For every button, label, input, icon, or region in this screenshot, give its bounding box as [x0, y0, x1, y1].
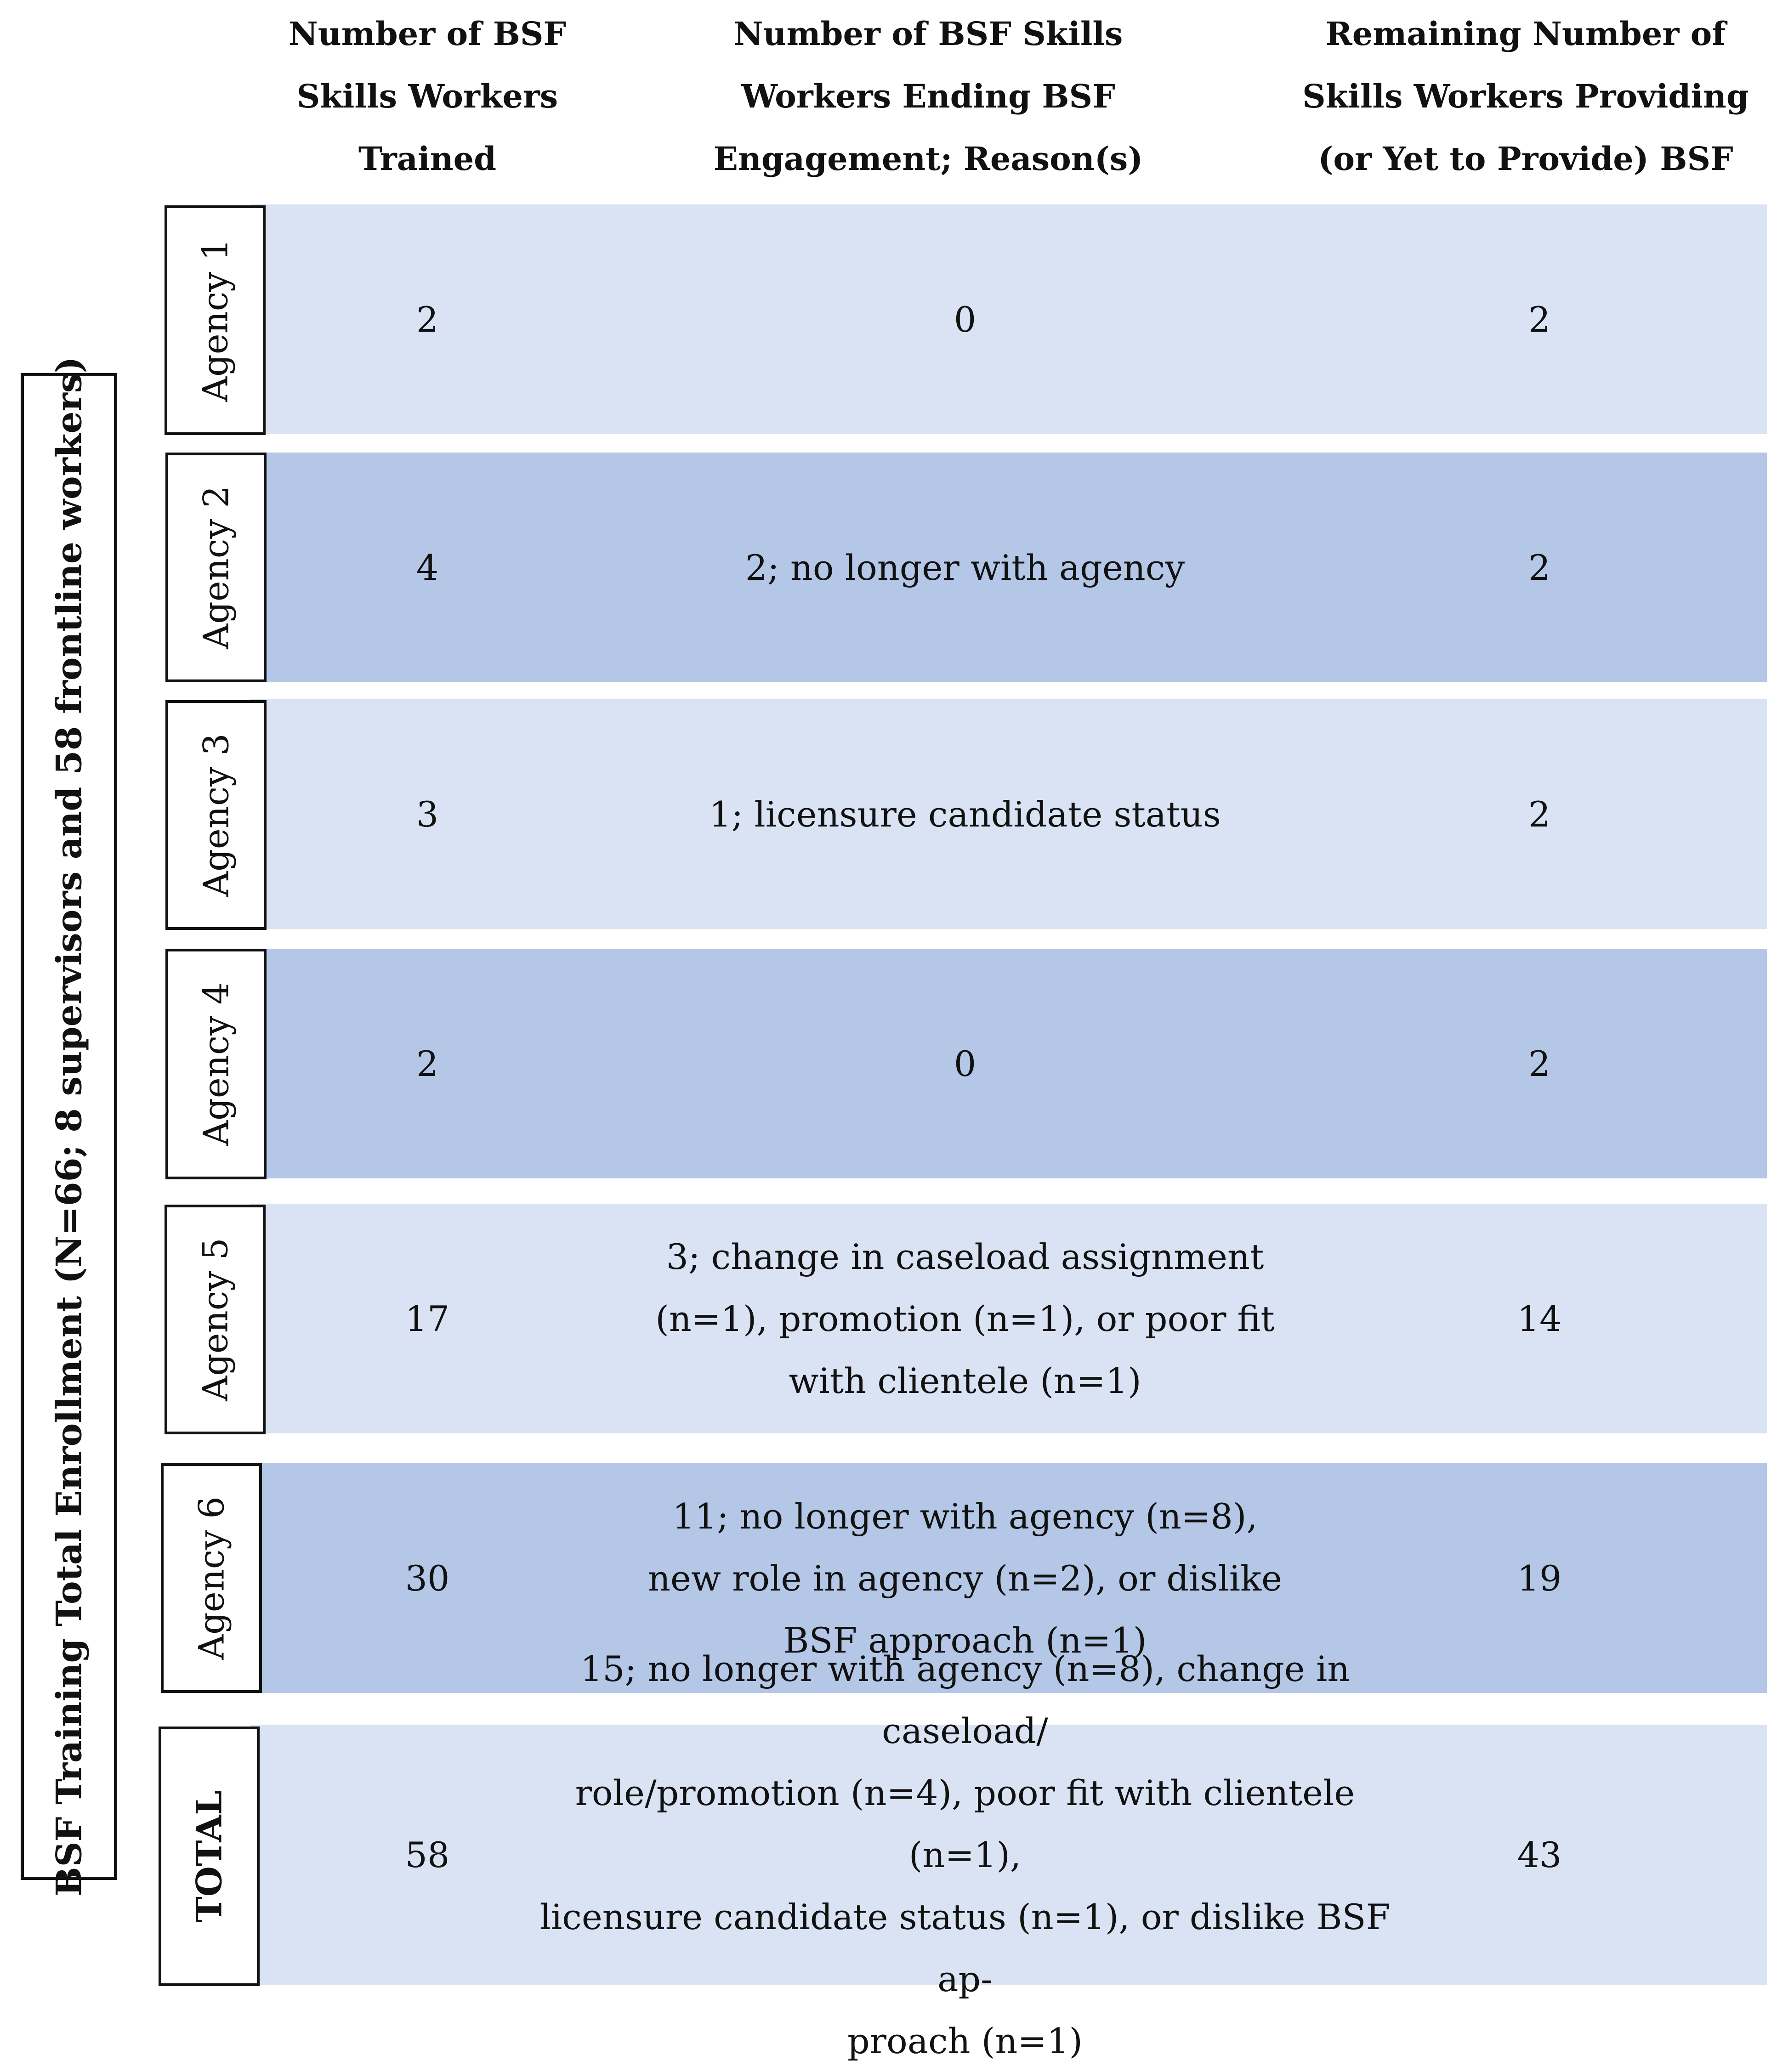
row-label-box-agency-5: Agency 5	[165, 1205, 266, 1434]
row-label-box-agency-3: Agency 3	[165, 700, 267, 930]
ending-agency-6: 11; no longer with agency (n=8), new rol…	[647, 1495, 1283, 1661]
total-enrollment-label: BSF Training Total Enrollment (N=66; 8 s…	[48, 357, 90, 1897]
trained-agency-5: 17	[405, 1298, 450, 1339]
ending-agency-2: 2; no longer with agency	[745, 547, 1185, 588]
remaining-total: 43	[1517, 1834, 1562, 1875]
ending-agency-1: 0	[954, 299, 976, 340]
row-agency-5	[250, 1204, 1767, 1433]
trained-agency-6: 30	[405, 1557, 450, 1599]
row-label-box-agency-2: Agency 2	[165, 453, 267, 682]
total-enrollment-box: BSF Training Total Enrollment (N=66; 8 s…	[21, 357, 117, 1897]
ending-total: 15; no longer with agency (n=8), change …	[539, 1648, 1391, 2061]
trained-agency-2: 4	[416, 547, 439, 588]
row-label-agency-4: Agency 4	[195, 982, 237, 1146]
row-agency-2	[250, 453, 1767, 682]
trained-agency-3: 3	[416, 793, 439, 835]
row-label-total: TOTAL	[188, 1790, 230, 1923]
trained-agency-1: 2	[416, 299, 439, 340]
row-label-box-agency-6: Agency 6	[161, 1463, 262, 1693]
row-label-agency-1: Agency 1	[194, 238, 236, 402]
row-total	[250, 1725, 1767, 1985]
remaining-agency-2: 2	[1528, 547, 1551, 588]
remaining-agency-5: 14	[1517, 1298, 1562, 1339]
header-remaining: Remaining Number of Skills Workers Provi…	[1302, 15, 1749, 178]
ending-agency-4: 0	[954, 1043, 976, 1084]
row-agency-4	[250, 949, 1767, 1178]
row-label-agency-5: Agency 5	[194, 1238, 236, 1401]
remaining-agency-6: 19	[1517, 1557, 1562, 1599]
row-label-agency-3: Agency 3	[195, 733, 237, 897]
row-agency-3	[250, 699, 1767, 929]
trained-agency-4: 2	[416, 1043, 439, 1084]
header-ending: Number of BSF Skills Workers Ending BSF …	[713, 15, 1143, 178]
row-agency-1	[250, 204, 1767, 434]
row-label-agency-2: Agency 2	[195, 486, 237, 649]
row-label-box-agency-4: Agency 4	[165, 949, 267, 1179]
row-label-agency-6: Agency 6	[191, 1496, 232, 1660]
row-label-box-agency-1: Agency 1	[165, 205, 266, 435]
remaining-agency-3: 2	[1528, 793, 1551, 835]
ending-agency-5: 3; change in caseload assignment (n=1), …	[655, 1236, 1275, 1401]
row-label-box-total: TOTAL	[159, 1727, 260, 1986]
header-trained: Number of BSF Skills Workers Trained	[288, 15, 567, 178]
remaining-agency-1: 2	[1528, 299, 1551, 340]
ending-agency-3: 1; licensure candidate status	[709, 793, 1221, 835]
row-agency-6	[250, 1463, 1767, 1693]
trained-total: 58	[405, 1834, 450, 1875]
remaining-agency-4: 2	[1528, 1043, 1551, 1084]
